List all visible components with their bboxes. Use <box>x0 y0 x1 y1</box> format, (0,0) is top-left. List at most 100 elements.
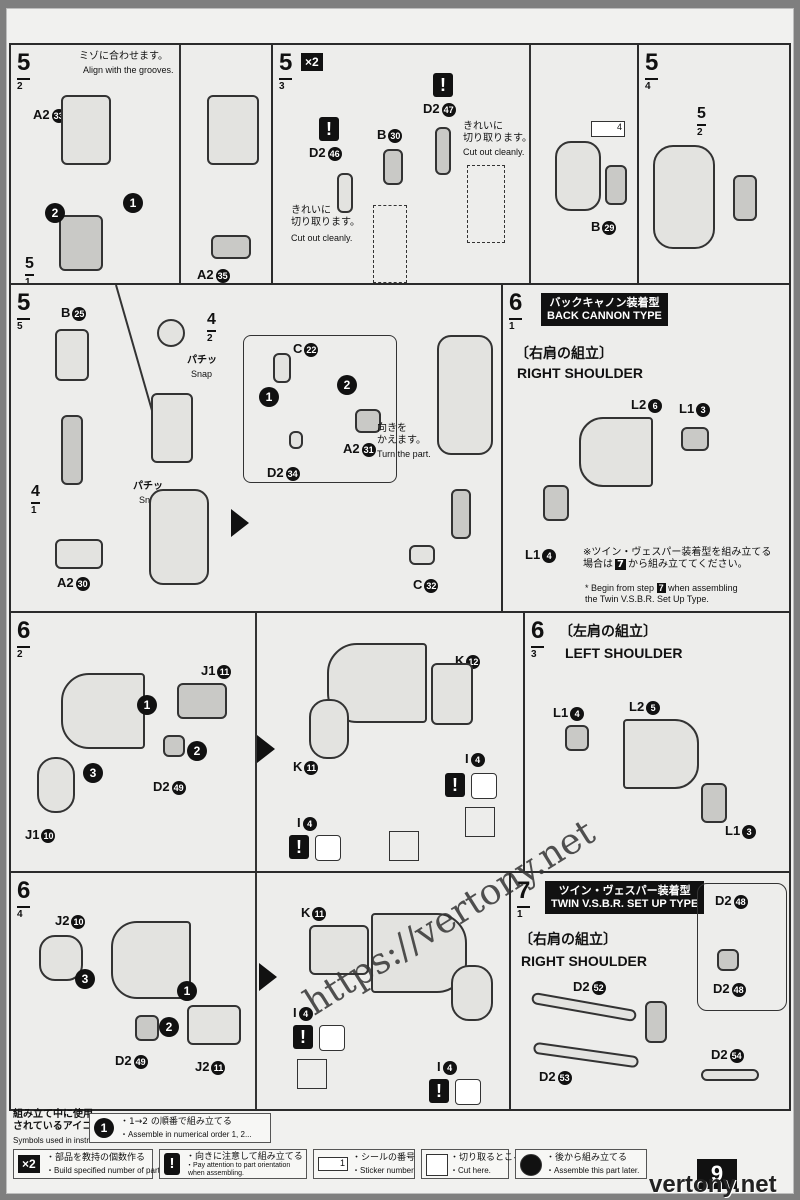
part-shape <box>437 335 493 455</box>
multiplier-badge: ×2 <box>301 53 323 71</box>
part-shape <box>163 735 185 757</box>
part-shape <box>111 921 191 999</box>
detail-box <box>697 883 787 1011</box>
part-shape <box>431 663 473 725</box>
multiplier-icon: ×2 <box>18 1155 40 1173</box>
divider <box>179 45 181 283</box>
legend-attention: ! ・向きに注意して組み立てる ・Pay attention to part o… <box>159 1149 307 1179</box>
detail-box <box>465 807 495 837</box>
order-2-icon: 2 <box>159 1017 179 1037</box>
part-shape <box>59 215 103 271</box>
part-shape <box>530 991 638 1023</box>
next-arrow-icon <box>259 963 277 991</box>
part-shape <box>435 127 451 175</box>
legend-title-jp: 組み立て中に使用 されているアイコン <box>13 1109 103 1132</box>
section-title: LEFT SHOULDER <box>565 645 683 661</box>
part-shape <box>149 489 209 585</box>
part-shape <box>61 673 145 749</box>
divider <box>529 45 531 283</box>
part-shape <box>623 719 699 789</box>
part-shape <box>157 319 185 347</box>
part-shape <box>355 409 381 433</box>
attention-icon: ! <box>429 1079 449 1103</box>
attention-icon: ! <box>293 1025 313 1049</box>
part-shape <box>733 175 757 221</box>
part-shape <box>187 1005 241 1045</box>
part-shape <box>717 949 739 971</box>
part-shape <box>289 431 303 449</box>
section-title: RIGHT SHOULDER <box>521 953 647 969</box>
legend-later-jp: ・後から組み立てる <box>546 1153 628 1163</box>
part-shape <box>653 145 715 249</box>
part-shape <box>151 393 193 463</box>
legend-sticker-jp: ・シールの番号 <box>352 1153 416 1163</box>
note2-jp: きれいに 切り取ります。 <box>291 205 360 228</box>
detail-box <box>297 1059 327 1089</box>
legend-order-en: ・Assemble in numerical order 1, 2... <box>120 1130 252 1139</box>
part-shape <box>701 1069 759 1081</box>
legend-title-en: Symbols used in instructions <box>13 1136 115 1145</box>
later-icon <box>315 835 341 861</box>
legend-x2-en: ・Build specified number of parts. <box>46 1166 167 1175</box>
legend-attn-jp: ・向きに注意して組み立てる <box>186 1152 303 1162</box>
part-shape <box>37 757 75 813</box>
part-shape <box>177 683 227 719</box>
detail-box <box>467 165 505 243</box>
attention-icon: ! <box>319 117 339 141</box>
site-mark: vertony.net <box>649 1171 777 1198</box>
snap-jp: パチッ <box>187 355 217 366</box>
legend-cut: ・切り取るところ ・Cut here. <box>421 1149 522 1179</box>
cut-icon <box>426 1154 448 1176</box>
note2-en: Cut out cleanly. <box>291 233 353 243</box>
order-2-icon: 2 <box>337 375 357 395</box>
part-shape <box>309 699 349 759</box>
order-1-icon: 1 <box>177 981 197 1001</box>
legend-attn-en: ・Pay attention to part orientation when … <box>186 1162 291 1177</box>
part-shape <box>55 329 89 381</box>
order-1-icon: 1 <box>137 695 157 715</box>
legend-multiplier: ×2 ・部品を教持の個数作る ・Build specified number o… <box>13 1149 166 1179</box>
part-shape <box>337 173 353 213</box>
part-shape <box>409 545 435 565</box>
part-shape <box>135 1015 159 1041</box>
attention-icon: ! <box>433 73 453 97</box>
part-shape <box>605 165 627 205</box>
later-icon <box>520 1154 542 1176</box>
detail-box <box>243 335 397 483</box>
part-shape <box>207 95 259 165</box>
